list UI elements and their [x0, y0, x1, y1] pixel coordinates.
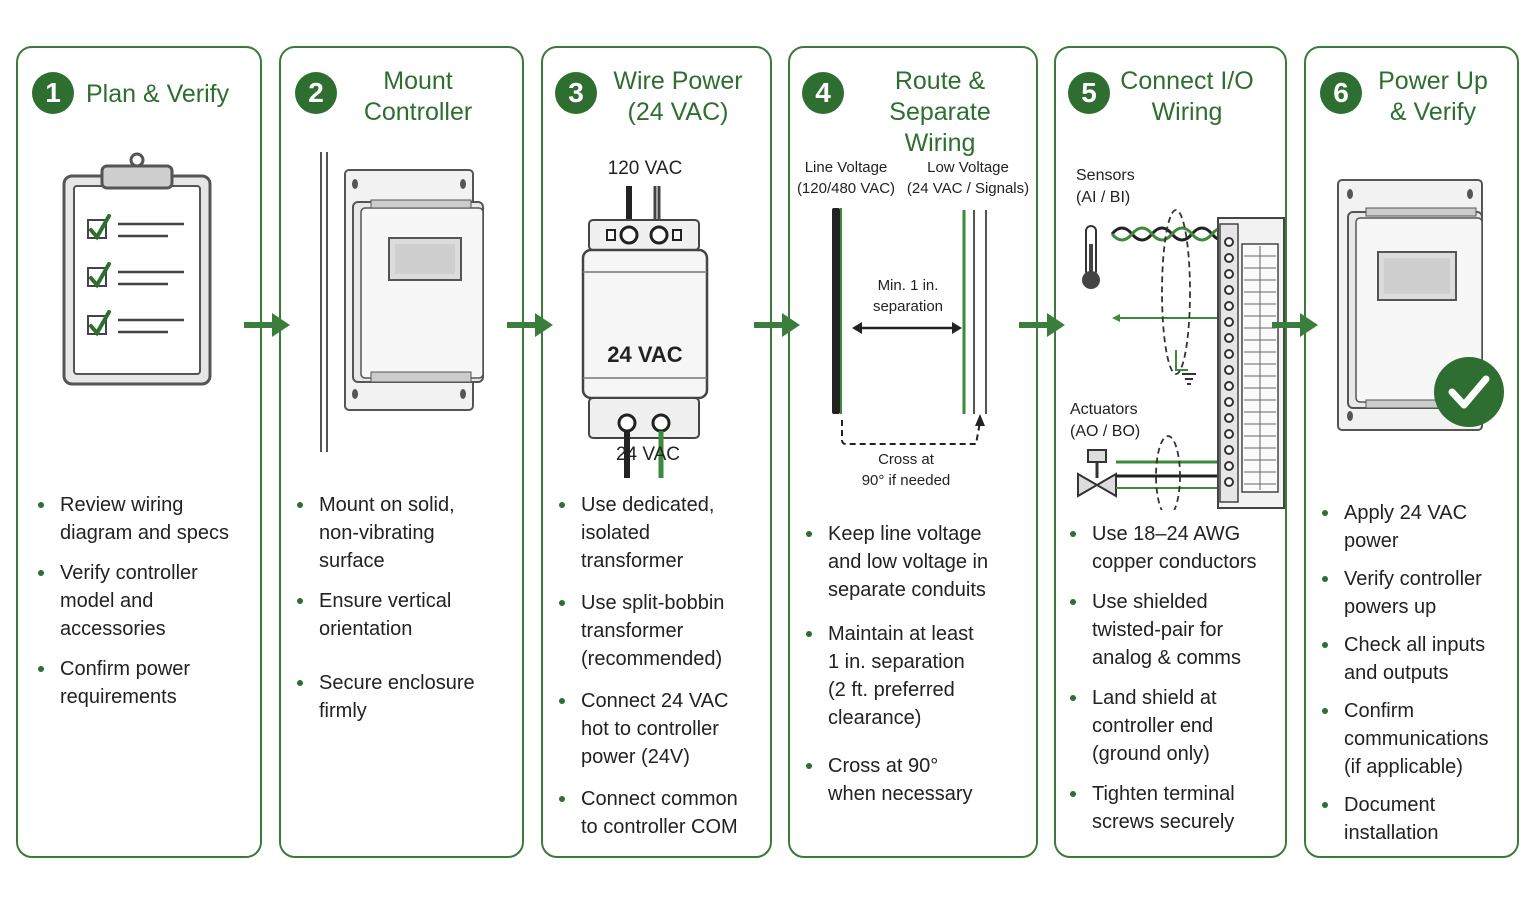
step-number-badge: 1	[32, 72, 74, 114]
right-arrow-icon	[1019, 313, 1065, 337]
top-voltage-label: 120 VAC	[608, 158, 683, 179]
bullet-item: Cross at 90°when necessary	[806, 752, 1031, 808]
right-arrow-icon	[1272, 313, 1318, 337]
step-title: Power Up & Verify	[1378, 67, 1488, 126]
transformer-icon: 120 VAC 24 VAC	[581, 158, 709, 478]
step-number-badge: 2	[295, 72, 337, 114]
right-arrow-icon	[507, 313, 553, 337]
step-card-2: 2 Mount Controller Mount on solid,non-vi…	[279, 46, 524, 858]
svg-text:Cross at: Cross at	[878, 451, 935, 468]
svg-text:Actuators: Actuators	[1070, 401, 1138, 418]
clipboard-checklist-icon	[62, 152, 212, 386]
right-arrow-icon	[244, 313, 290, 337]
step-title: Wire Power (24 VAC)	[613, 67, 743, 126]
svg-text:(24 VAC / Signals): (24 VAC / Signals)	[907, 180, 1029, 197]
step-number-badge: 4	[802, 72, 844, 114]
step-title: Mount Controller	[363, 67, 473, 126]
step-title: Route & Separate Wiring	[889, 67, 991, 157]
svg-text:(AI / BI): (AI / BI)	[1076, 189, 1130, 206]
step-card-3: 3 Wire Power (24 VAC) 120 VAC 24 VAC 24 …	[541, 46, 772, 858]
step-title: Plan & Verify	[86, 80, 230, 108]
step-card-4: 4 Route & Separate Wiring Line Voltage (…	[788, 46, 1038, 858]
svg-text:(AO / BO): (AO / BO)	[1070, 423, 1140, 440]
bottom-voltage-label: 24 VAC	[615, 444, 681, 465]
wire-separation-icon: Line Voltage (120/480 VAC) Low Voltage (…	[797, 159, 1029, 489]
step-number-badge: 6	[1320, 72, 1362, 114]
svg-text:Min. 1 in.: Min. 1 in.	[878, 277, 939, 294]
svg-text:Sensors: Sensors	[1076, 167, 1135, 184]
svg-text:(120/480 VAC): (120/480 VAC)	[797, 180, 895, 197]
controller-enclosure-icon	[1337, 179, 1483, 431]
step-number-badge: 5	[1068, 72, 1110, 114]
step-card-5: 5 Connect I/O Wiring Sensors (AI / BI) A…	[1054, 46, 1287, 858]
controller-enclosure-icon	[320, 152, 484, 452]
step-title: Connect I/O Wiring	[1120, 67, 1254, 126]
right-arrow-icon	[754, 313, 800, 337]
checkmark-circle-icon	[1434, 357, 1504, 427]
transformer-label: 24 VAC	[607, 342, 683, 367]
step-number-badge: 3	[555, 72, 597, 114]
svg-text:Low Voltage: Low Voltage	[927, 159, 1009, 176]
svg-text:separation: separation	[873, 298, 943, 315]
svg-text:90° if needed: 90° if needed	[862, 472, 951, 489]
svg-text:Line Voltage: Line Voltage	[805, 159, 888, 176]
io-terminal-icon: Sensors (AI / BI) Actuators (AO / BO)	[1070, 167, 1285, 510]
